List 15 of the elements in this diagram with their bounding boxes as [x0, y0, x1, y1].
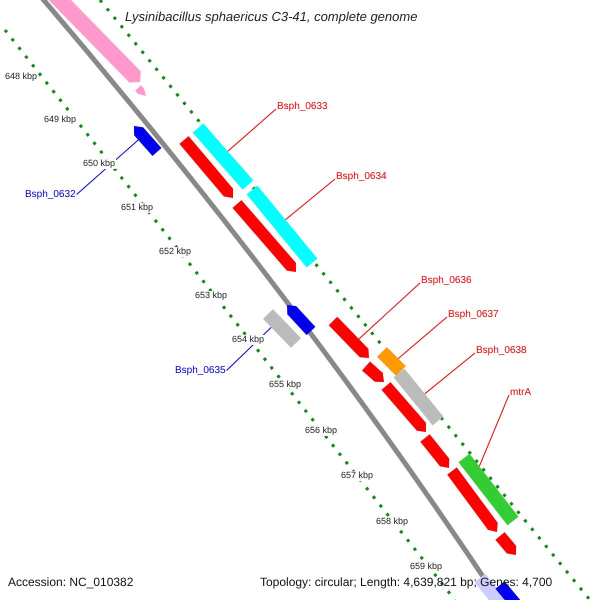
accession-text: Accession: NC_010382: [8, 576, 134, 590]
map-title: Lysinibacillus sphaericus C3-41, complete genome: [125, 10, 418, 24]
genome-summary-text: Topology: circular; Length: 4,639,821 bp; Genes: 4,700: [260, 576, 552, 590]
scale-label: 650 kbp: [82, 159, 116, 169]
scale-label: 649 kbp: [43, 115, 78, 125]
scale-label: 657 kbp: [340, 471, 374, 481]
scale-label: 656 kbp: [304, 426, 338, 436]
scale-label: 652 kbp: [158, 247, 192, 257]
scale-label: 653 kbp: [194, 291, 228, 301]
scale-label: 651 kbp: [120, 203, 154, 213]
scale-label: 654 kbp: [231, 335, 266, 345]
scale-label: 655 kbp: [268, 380, 302, 390]
scale-label: 648 kbp: [4, 72, 38, 82]
scale-label: 659 kbp: [409, 562, 444, 572]
scale-label: 658 kbp: [375, 517, 410, 527]
